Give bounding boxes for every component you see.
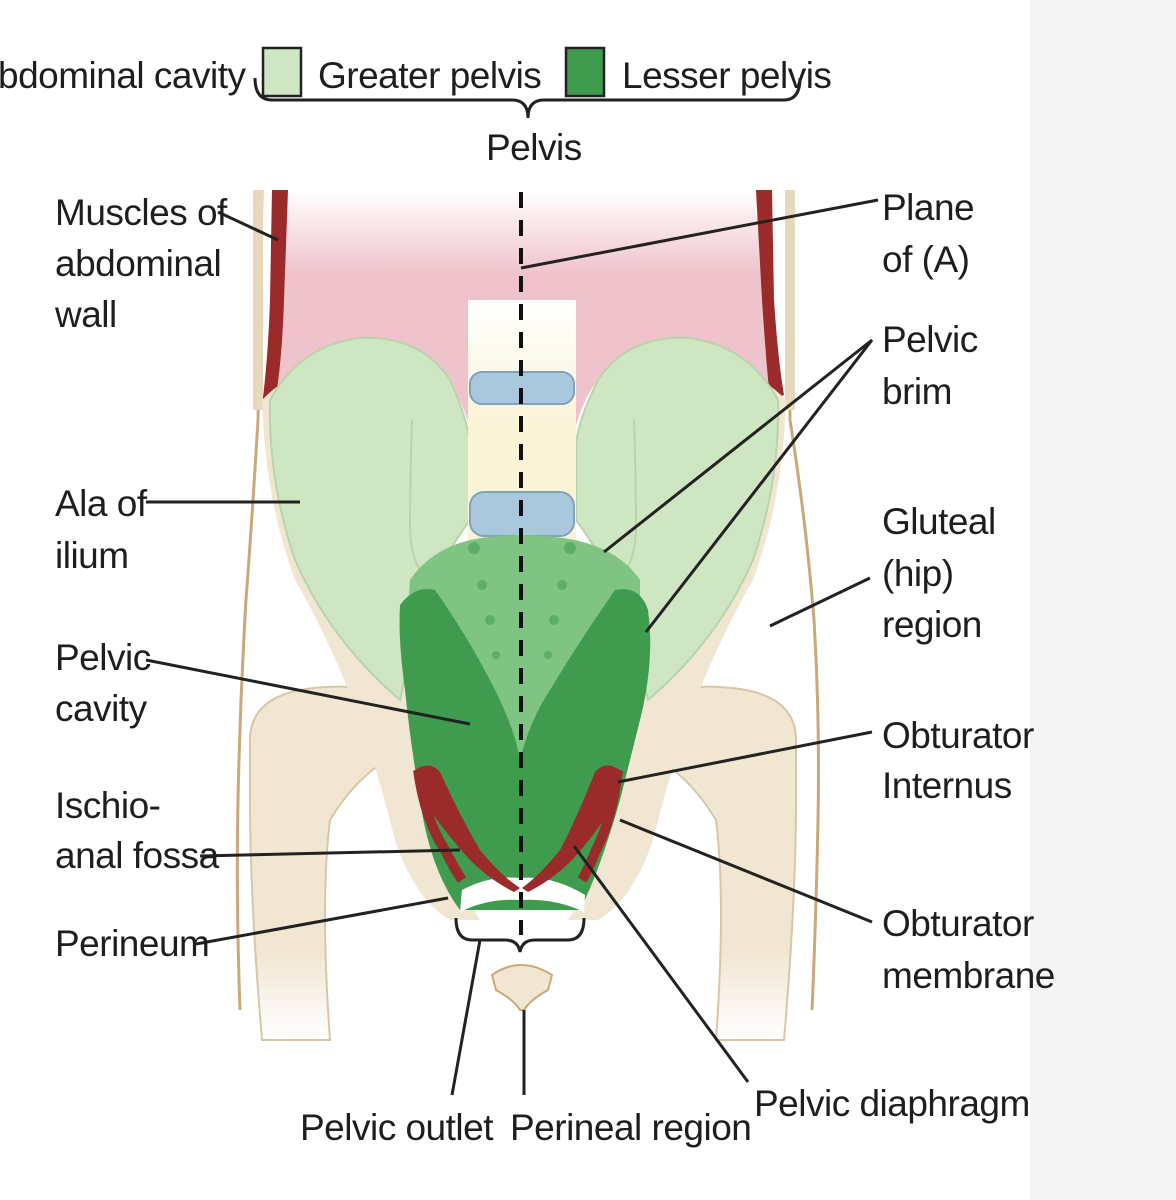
left-body-outline (235, 189, 264, 1011)
label-muscles-2: abdominal (55, 243, 221, 284)
label-ala-1: Ala of (55, 483, 148, 524)
legend-lesser-pelvis: Lesser pelvis (622, 55, 831, 96)
lesser-pelvis-swatch (564, 46, 606, 98)
right-femur (636, 685, 797, 1041)
right-body-outline (786, 189, 820, 1011)
label-plane-2: of (A) (882, 239, 969, 280)
legend-greater-pelvis: Greater pelvis (318, 55, 541, 96)
label-plane-1: Plane (882, 187, 974, 228)
label-perineum: Perineum (55, 923, 209, 964)
right-pelvic-diaphragm (522, 765, 621, 892)
legend: bdominal cavity Greater pelvis Lesser pe… (0, 46, 832, 168)
label-cavity-1: Pelvic (55, 637, 151, 678)
label-ischio-2: anal fossa (55, 835, 220, 876)
label-brim-1: Pelvic (882, 319, 978, 360)
left-abdominal-wall-muscle (262, 190, 288, 405)
label-pelvic-outlet: Pelvic outlet (300, 1107, 494, 1148)
label-obt-int-2: Internus (882, 765, 1012, 806)
legend-pelvis: Pelvis (486, 127, 582, 168)
left-femur (249, 685, 410, 1041)
pelvic-outlet-brace (454, 917, 586, 953)
pelvis-brace (253, 77, 802, 119)
label-obt-int-1: Obturator (882, 715, 1034, 756)
label-gluteal-1: Gluteal (882, 501, 996, 542)
label-gluteal-3: region (882, 604, 982, 645)
legend-abdominal-cavity: bdominal cavity (0, 55, 247, 96)
left-pelvic-diaphragm (415, 765, 520, 892)
perineal-region-shape (490, 964, 554, 1011)
label-ala-2: ilium (55, 535, 129, 576)
label-obt-mem-1: Obturator (882, 903, 1034, 944)
label-brim-2: brim (882, 371, 952, 412)
label-ischio-1: Ischio- (55, 785, 160, 826)
label-pelvic-diaphragm: Pelvic diaphragm (754, 1083, 1030, 1124)
greater-pelvis-swatch (261, 46, 303, 98)
label-muscles-1: Muscles of (55, 192, 228, 233)
right-obturator-internus (577, 769, 623, 883)
leader-lines (145, 198, 879, 1096)
background-panel (1030, 0, 1176, 1200)
sacral-foramina (468, 542, 576, 659)
label-perineal-region: Perineal region (510, 1107, 751, 1148)
label-muscles-3: wall (54, 294, 117, 335)
label-obt-mem-2: membrane (882, 955, 1055, 996)
right-abdominal-wall-muscle (756, 190, 784, 400)
label-gluteal-2: (hip) (882, 553, 954, 594)
label-cavity-2: cavity (55, 688, 148, 729)
